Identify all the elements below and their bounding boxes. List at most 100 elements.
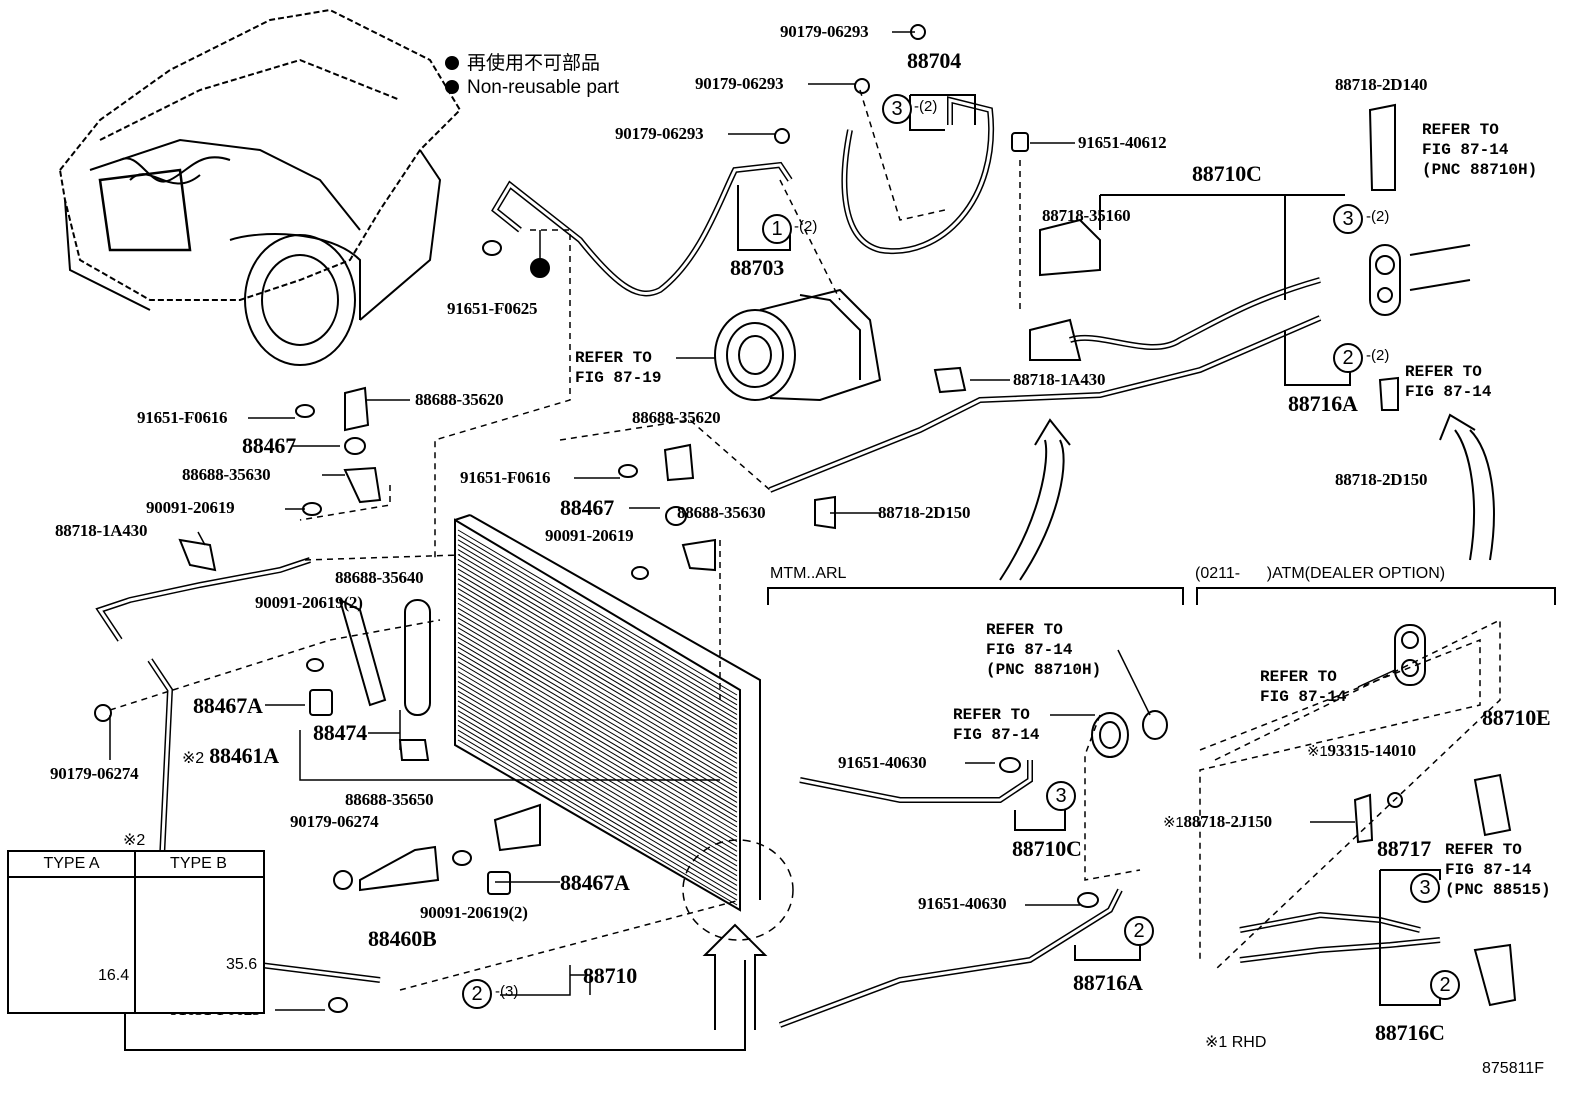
part-label[interactable]: 90091-20619(2) xyxy=(255,593,363,612)
refer-to-fig-87-14[interactable]: REFER TO FIG 87-14 xyxy=(953,706,1040,744)
condenser-fin xyxy=(457,656,738,823)
part-label[interactable]: 88718-2D150 xyxy=(878,503,971,522)
part-label[interactable]: 88718-2D150 xyxy=(1335,470,1428,489)
part-label[interactable]: 88467A xyxy=(560,870,630,895)
condenser-fin xyxy=(457,671,738,838)
part-label[interactable]: 91651-F0616 xyxy=(137,408,228,427)
part-label[interactable]: 90091-20619 xyxy=(146,498,235,517)
condenser-fin xyxy=(457,607,738,774)
condenser-fin xyxy=(457,734,738,901)
part-label[interactable]: 88688-35640 xyxy=(335,568,424,587)
part-label[interactable]: 88710C xyxy=(1012,836,1082,861)
part-label[interactable]: 88718-1A430 xyxy=(1013,370,1106,389)
condenser-fin xyxy=(457,534,738,701)
condenser-fin xyxy=(457,632,738,798)
part-label[interactable]: ※2 88461A xyxy=(182,745,279,770)
refer-to-fig-87-14[interactable]: REFER TO FIG 87-14 xyxy=(1260,668,1347,706)
refer-to-fig-87-14[interactable]: REFER TO FIG 87-14 xyxy=(1405,363,1492,401)
condenser-fin xyxy=(457,549,738,715)
part-label[interactable]: 90179-06274 xyxy=(290,812,379,831)
type-inset-mark: ※2 xyxy=(123,832,146,849)
refer-to-fig-87-14[interactable]: REFER TO FIG 87-14 (PNC 88710H) xyxy=(986,621,1102,679)
part-label[interactable]: 91651-F0616 xyxy=(460,468,551,487)
rhd-note: ※1 RHD xyxy=(1205,1034,1267,1051)
figure-id: 875811F xyxy=(1482,1060,1544,1077)
condenser-fin xyxy=(457,739,738,906)
quantity: -(2) xyxy=(1366,347,1390,364)
part-label[interactable]: 90091-20619(2) xyxy=(420,903,528,922)
callout-2: 2 xyxy=(1124,916,1154,946)
type-b-box xyxy=(134,850,265,1014)
part-label[interactable]: 88710E xyxy=(1482,705,1551,730)
type-inset-divider xyxy=(7,876,263,878)
part-label[interactable]: 88718-1A430 xyxy=(55,521,148,540)
section-atm-dealer-option: (0211- )ATM(DEALER OPTION) xyxy=(1195,565,1446,582)
part-label[interactable]: 88688-35650 xyxy=(345,790,434,809)
condenser-fin xyxy=(457,641,738,808)
part-label[interactable]: 88460B xyxy=(368,926,437,951)
legend-non-reusable-en: Non-reusable part xyxy=(445,76,619,100)
part-label[interactable]: 88717 xyxy=(1377,836,1432,861)
condenser-fin xyxy=(457,676,738,842)
condenser-fin xyxy=(457,724,738,891)
part-label[interactable]: 90179-06293 xyxy=(695,74,784,93)
part-label[interactable]: 88688-35620 xyxy=(632,408,721,427)
legend-jp-text: 再使用不可部品 xyxy=(467,53,601,74)
condenser-fin xyxy=(457,637,738,803)
part-label[interactable]: 88688-35630 xyxy=(677,503,766,522)
part-label[interactable]: 88703 xyxy=(730,255,785,280)
part-label[interactable]: 88716A xyxy=(1073,970,1143,995)
type-a-header: TYPE A xyxy=(43,855,100,872)
dimension-type-b: 35.6 xyxy=(226,956,258,973)
non-reusable-dot-icon xyxy=(445,56,459,70)
part-label[interactable]: 88716A xyxy=(1288,391,1358,416)
part-label[interactable]: 90179-06293 xyxy=(615,124,704,143)
part-label[interactable]: 88704 xyxy=(907,48,962,73)
part-label[interactable]: 90091-20619 xyxy=(545,526,634,545)
condenser-fin xyxy=(457,539,738,706)
condenser-fin xyxy=(457,617,738,784)
part-label[interactable]: 90179-06274 xyxy=(50,764,139,783)
part-label[interactable]: 88467 xyxy=(560,495,615,520)
part-label[interactable]: ※193315-14010 xyxy=(1307,742,1416,761)
part-label[interactable]: 88688-35620 xyxy=(415,390,504,409)
condenser-fin xyxy=(457,715,738,882)
condenser-fin xyxy=(457,720,738,886)
condenser-fin xyxy=(457,622,738,789)
refer-to-fig-87-14[interactable]: REFER TO FIG 87-14 (PNC 88710H) xyxy=(1422,121,1538,179)
condenser-fin xyxy=(457,563,738,730)
condenser-fin xyxy=(457,710,738,877)
part-label[interactable]: 91651-40630 xyxy=(918,894,1007,913)
part-label[interactable]: 90179-06293 xyxy=(780,22,869,41)
part-label[interactable]: 88688-35630 xyxy=(182,465,271,484)
refer-to-fig-87-19[interactable]: REFER TO FIG 87-19 xyxy=(575,349,662,387)
part-label[interactable]: 88710 xyxy=(583,963,638,988)
non-reusable-dot-icon xyxy=(445,80,459,94)
part-label[interactable]: 91651-F0625 xyxy=(447,299,538,318)
callout-2: 2 xyxy=(1430,970,1460,1000)
part-label[interactable]: 88467A xyxy=(193,693,263,718)
part-label[interactable]: 88718-35160 xyxy=(1042,206,1131,225)
condenser-fin xyxy=(457,544,738,711)
callout-2: 2 xyxy=(462,979,492,1009)
part-label[interactable]: 88716C xyxy=(1375,1020,1445,1045)
legend-en-text: Non-reusable part xyxy=(467,77,620,98)
hose-88704 xyxy=(841,96,995,255)
callout-3: 3 xyxy=(1046,781,1076,811)
condenser xyxy=(454,514,761,912)
part-label[interactable]: 88718-2D140 xyxy=(1335,75,1428,94)
condenser-fin xyxy=(457,680,738,847)
part-label[interactable]: 91651-40630 xyxy=(838,753,927,772)
condenser-fin xyxy=(457,558,738,725)
part-label[interactable]: 91651-40612 xyxy=(1078,133,1167,152)
note-mark-1: ※1 xyxy=(1307,743,1328,760)
part-label[interactable]: 88467 xyxy=(242,433,297,458)
part-label[interactable]: 88474 xyxy=(313,720,368,745)
refer-to-fig-87-14[interactable]: REFER TO FIG 87-14 (PNC 88515) xyxy=(1445,841,1551,899)
part-label[interactable]: 88710C xyxy=(1192,161,1262,186)
callout-1: 1 xyxy=(762,214,792,244)
condenser-fin xyxy=(457,593,738,759)
condenser-fin xyxy=(457,627,738,794)
part-label[interactable]: ※188718-2J150 xyxy=(1163,813,1272,832)
callout-3: 3 xyxy=(1410,873,1440,903)
